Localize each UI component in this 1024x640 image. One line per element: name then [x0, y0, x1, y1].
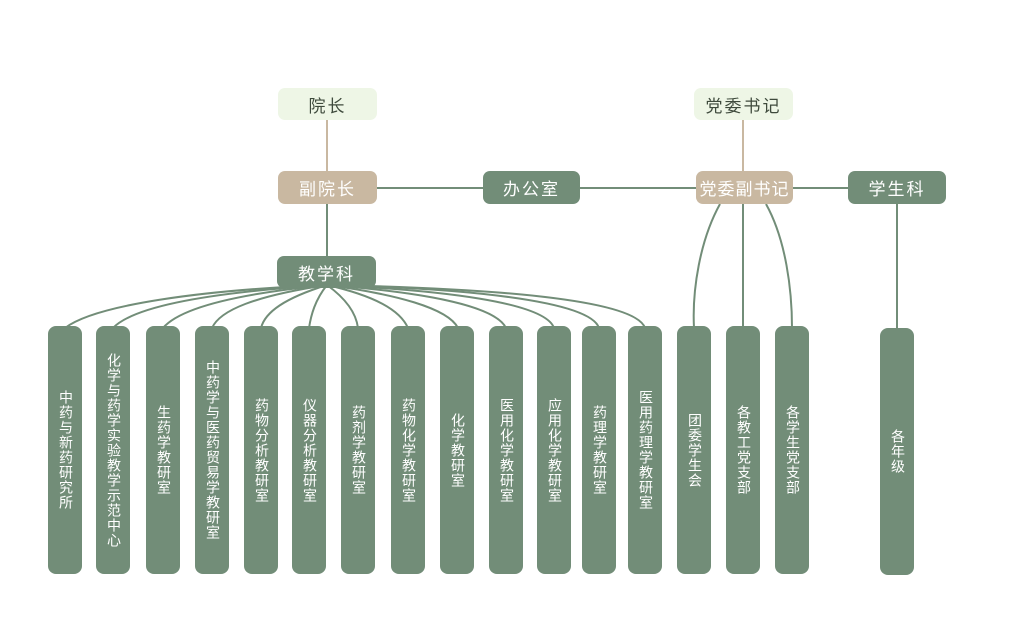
dept-node: 药剂学教研室	[341, 326, 375, 574]
dept-node: 中药与新药研究所	[48, 326, 82, 574]
teaching-dept-connector-6	[308, 284, 328, 329]
teaching-dept-connector-8	[326, 284, 409, 329]
dept-label: 中药与新药研究所	[57, 390, 73, 510]
dept-label: 医用药理学教研室	[637, 390, 653, 510]
dept-node: 药物化学教研室	[391, 326, 425, 574]
dept-node: 生药学教研室	[146, 326, 180, 574]
dept-node: 仪器分析教研室	[292, 326, 326, 574]
teaching-office-node: 教学科	[277, 256, 376, 288]
dept-node: 应用化学教研室	[537, 326, 571, 574]
dept-node: 化学教研室	[440, 326, 474, 574]
office-node: 办公室	[483, 171, 580, 204]
dept-node: 中药学与医药贸易学教研室	[195, 326, 229, 574]
dept-label: 药物化学教研室	[400, 397, 416, 503]
dept-label: 药理学教研室	[591, 405, 607, 495]
deputy-secretary-node: 党委副书记	[696, 171, 793, 204]
dept-label: 中药学与医药贸易学教研室	[204, 360, 220, 540]
dept-label: 化学与药学实验教学示范中心	[105, 352, 121, 548]
teaching-dept-connector-4	[211, 284, 328, 329]
party-unit-connector-3	[765, 203, 793, 329]
dept-label: 药剂学教研室	[350, 405, 366, 495]
party-unit-label: 团委学生会	[686, 412, 702, 488]
dept-node: 医用药理学教研室	[628, 326, 662, 574]
dept-node: 药物分析教研室	[244, 326, 278, 574]
party-unit-label: 各学生党支部	[784, 405, 800, 495]
party-unit-label: 各教工党支部	[735, 405, 751, 495]
teaching-dept-connector-9	[326, 284, 459, 329]
dept-node: 化学与药学实验教学示范中心	[96, 326, 130, 574]
dept-label: 应用化学教研室	[546, 397, 562, 503]
student-affairs-node: 学生科	[848, 171, 946, 204]
dept-label: 医用化学教研室	[498, 397, 514, 503]
dept-node: 医用化学教研室	[489, 326, 523, 574]
dept-label: 药物分析教研室	[253, 397, 269, 503]
dept-label: 生药学教研室	[155, 405, 171, 495]
dean-node: 院长	[278, 88, 377, 120]
dept-node: 药理学教研室	[582, 326, 616, 574]
grades-label: 各年级	[889, 429, 905, 474]
vice-dean-node: 副院长	[278, 171, 377, 204]
party-unit-node: 各教工党支部	[726, 326, 760, 574]
party-unit-connector-1	[692, 203, 721, 329]
party-secretary-node: 党委书记	[694, 88, 793, 120]
dept-label: 化学教研室	[449, 412, 465, 488]
teaching-dept-connector-5	[260, 284, 328, 329]
dept-label: 仪器分析教研室	[301, 397, 317, 503]
teaching-dept-connector-7	[326, 284, 359, 329]
teaching-dept-connector-1	[64, 284, 328, 329]
party-unit-node: 各学生党支部	[775, 326, 809, 574]
grades-node: 各年级	[880, 328, 914, 575]
party-unit-node: 团委学生会	[677, 326, 711, 574]
teaching-dept-connector-13	[326, 284, 646, 329]
teaching-dept-connector-3	[162, 284, 328, 329]
teaching-dept-connector-11	[326, 284, 555, 329]
